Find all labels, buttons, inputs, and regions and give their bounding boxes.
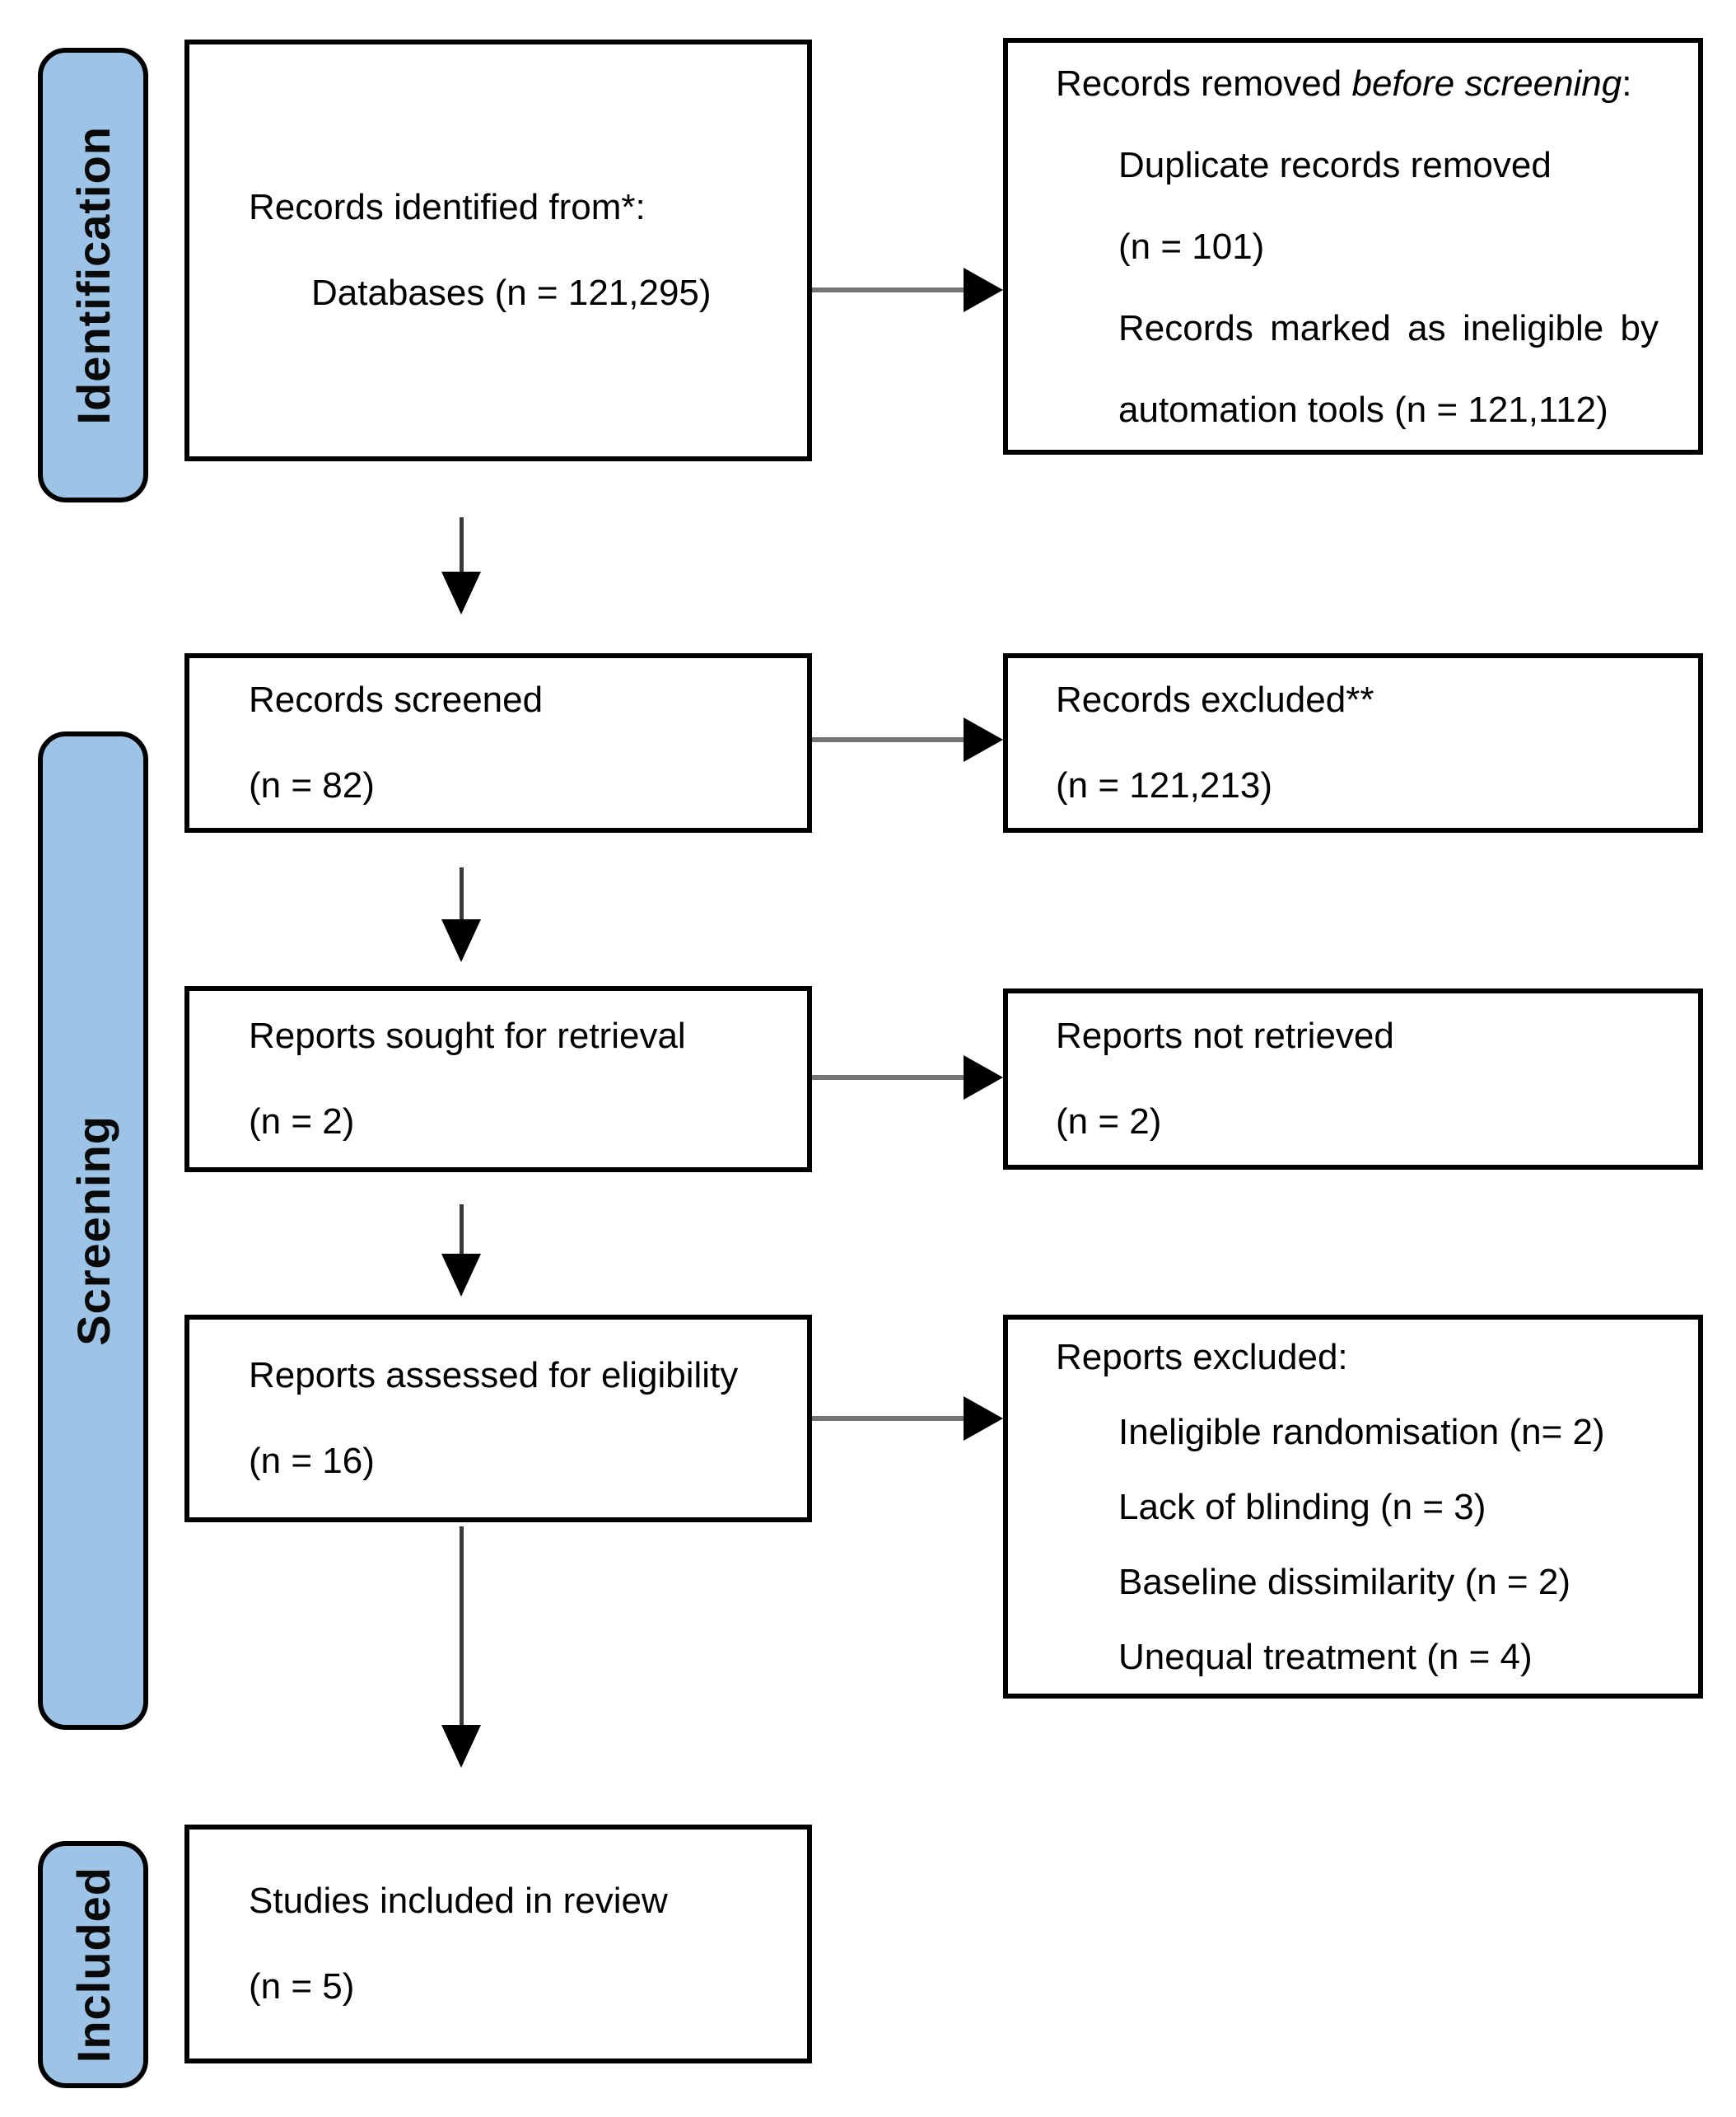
reports-assessed-line2: (n = 16) — [249, 1441, 375, 1481]
studies-included-box: Studies included in review (n = 5) — [184, 1825, 812, 2063]
arrowhead-right-icon — [964, 717, 1003, 762]
arrowhead-down-icon — [441, 1254, 481, 1297]
arrowhead-right-icon — [964, 1396, 1003, 1441]
records-removed-title-after: : — [1622, 63, 1632, 104]
connector-line-assessed-to-reportsexcluded — [812, 1416, 965, 1421]
records-removed-box: Records removed before screening: Duplic… — [1003, 38, 1703, 455]
records-removed-item1-line2: (n = 101) — [1118, 226, 1265, 267]
arrowhead-right-icon — [964, 1055, 1003, 1100]
records-removed-item2-line2: automation tools (n = 121,112) — [1118, 389, 1608, 430]
connector-line-screened-to-excluded — [812, 737, 965, 742]
reports-excluded-item: Lack of blinding (n = 3) — [1118, 1486, 1486, 1527]
records-excluded-box: Records excluded** (n = 121,213) — [1003, 653, 1703, 833]
connector-line-sought-to-notretrieved — [812, 1075, 965, 1080]
arrowhead-down-icon — [441, 1725, 481, 1768]
connector-line-sought-to-assessed — [460, 1204, 464, 1255]
reports-sought-line1: Reports sought for retrieval — [249, 1016, 686, 1056]
reports-excluded-title: Reports excluded: — [1056, 1336, 1348, 1377]
reports-not-retrieved-line2: (n = 2) — [1056, 1101, 1162, 1142]
records-screened-line1: Records screened — [249, 680, 544, 720]
records-excluded-line2: (n = 121,213) — [1056, 765, 1272, 806]
stage-label-screening: Screening — [67, 1115, 119, 1346]
reports-assessed-box: Reports assessed for eligibility (n = 16… — [184, 1315, 812, 1522]
reports-assessed-line1: Reports assessed for eligibility — [249, 1355, 739, 1395]
records-removed-title-italic: before screening — [1351, 63, 1622, 104]
stage-label-included: Included — [67, 1866, 119, 2063]
reports-excluded-item: Ineligible randomisation (n= 2) — [1118, 1411, 1605, 1452]
arrowhead-down-icon — [441, 572, 481, 615]
records-removed-title: Records removed before screening: — [1056, 43, 1659, 124]
reports-not-retrieved-line1: Reports not retrieved — [1056, 1016, 1394, 1056]
records-removed-title-before: Records removed — [1056, 63, 1352, 104]
reports-sought-box: Reports sought for retrieval (n = 2) — [184, 986, 812, 1172]
reports-sought-line2: (n = 2) — [249, 1101, 355, 1142]
connector-line-identified-to-removed — [812, 287, 965, 292]
records-identified-line2: Databases (n = 121,295) — [311, 273, 712, 313]
stage-bar-identification: Identification — [38, 48, 148, 502]
records-removed-item1-line1: Duplicate records removed — [1118, 144, 1552, 185]
records-removed-item2-line1: Records marked as ineligible by — [1118, 307, 1659, 348]
reports-not-retrieved-box: Reports not retrieved (n = 2) — [1003, 988, 1703, 1170]
records-screened-line2: (n = 82) — [249, 765, 375, 806]
records-excluded-line1: Records excluded** — [1056, 680, 1374, 720]
stage-label-identification: Identification — [67, 125, 119, 425]
stage-bar-screening: Screening — [38, 731, 148, 1730]
connector-line-identified-to-screened — [460, 517, 464, 577]
reports-excluded-box: Reports excluded: Ineligible randomisati… — [1003, 1315, 1703, 1699]
records-identified-box: Records identified from*: Databases (n =… — [184, 40, 812, 461]
arrowhead-right-icon — [964, 268, 1003, 312]
reports-excluded-item: Unequal treatment (n = 4) — [1118, 1636, 1533, 1677]
studies-included-line1: Studies included in review — [249, 1881, 668, 1921]
connector-line-screened-to-sought — [460, 867, 464, 921]
stage-bar-included: Included — [38, 1841, 148, 2088]
arrowhead-down-icon — [441, 919, 481, 962]
connector-line-assessed-to-included — [460, 1526, 464, 1727]
reports-excluded-item: Baseline dissimilarity (n = 2) — [1118, 1561, 1570, 1602]
records-identified-line1: Records identified from*: — [249, 187, 646, 227]
records-screened-box: Records screened (n = 82) — [184, 653, 812, 833]
studies-included-line2: (n = 5) — [249, 1966, 355, 2007]
